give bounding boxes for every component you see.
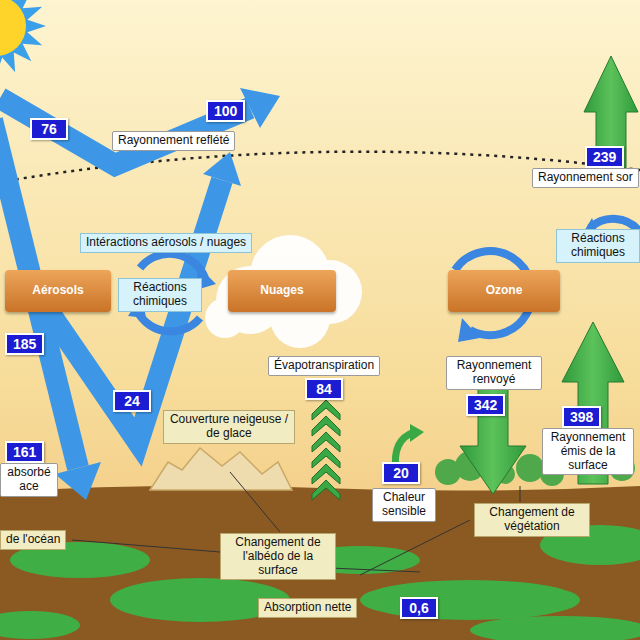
node-text: absorbé ace <box>6 466 52 494</box>
value-box: 100 <box>206 100 245 122</box>
value-box: 342 <box>466 394 505 416</box>
node-text: 24 <box>121 393 143 409</box>
node-text: Ozone <box>486 284 523 298</box>
value-box: 0,6 <box>400 597 438 619</box>
node-text: Réactions chimiques <box>124 281 196 309</box>
node-text: Nuages <box>260 284 303 298</box>
label-box: Chaleur sensible <box>372 488 436 522</box>
label-box: Évapotranspiration <box>268 356 380 376</box>
sensible-heat-head <box>410 424 424 442</box>
value-box: 398 <box>562 406 601 428</box>
node-text: 239 <box>593 149 616 165</box>
node-text: Évapotranspiration <box>274 359 374 373</box>
node-text: Aérosols <box>32 284 83 298</box>
node-text: 342 <box>474 397 497 413</box>
sun-rays <box>0 0 46 76</box>
sun <box>0 0 46 76</box>
node-text: Intéractions aérosols / nuages <box>86 236 246 250</box>
value-box: 161 <box>5 441 44 463</box>
node-text: 20 <box>390 465 412 481</box>
value-box: 20 <box>382 462 420 484</box>
node-text: de l'océan <box>6 533 60 547</box>
node-text: Chaleur sensible <box>378 491 430 519</box>
sun-disc <box>0 0 26 56</box>
component-box: Ozone <box>448 270 560 312</box>
chevron <box>312 416 340 436</box>
node-text: 100 <box>214 103 237 119</box>
value-box: 76 <box>30 118 68 140</box>
node-text: Changement de l'albédo de la surface <box>226 536 330 577</box>
component-box: Nuages <box>228 270 336 312</box>
chevron <box>312 400 340 420</box>
value-box: 185 <box>5 333 44 355</box>
node-text: Rayonnement renvoyé <box>452 359 536 387</box>
note-box: Couverture neigeuse / de glace <box>163 410 295 444</box>
node-text: Rayonnement émis de la surface <box>548 431 628 472</box>
node-text: 0,6 <box>408 600 430 616</box>
process-box: Réactions chimiques <box>556 229 640 263</box>
chevron <box>312 432 340 452</box>
label-box: Rayonnement renvoyé <box>446 356 542 390</box>
vegetation-patches <box>0 525 640 640</box>
evapotranspiration-arrow <box>312 400 340 500</box>
node-text: 398 <box>570 409 593 425</box>
chevron <box>312 464 340 484</box>
node-text: Rayonnement reflété <box>118 134 229 148</box>
snow-ice <box>150 448 292 490</box>
chevron <box>312 480 340 500</box>
chevron <box>312 448 340 468</box>
note-box: Changement de l'albédo de la surface <box>220 533 336 580</box>
node-text: 76 <box>38 121 60 137</box>
node-text: 84 <box>313 381 335 397</box>
value-box: 239 <box>585 146 624 168</box>
node-text: Réactions chimiques <box>562 232 634 260</box>
value-box: 84 <box>305 378 343 400</box>
node-text: Absorption nette <box>264 601 351 615</box>
label-box: Rayonnement sor <box>532 168 639 188</box>
node-text: Couverture neigeuse / de glace <box>169 413 289 441</box>
node-text: 161 <box>13 444 36 460</box>
value-box: 24 <box>113 390 151 412</box>
node-text: Rayonnement sor <box>538 171 633 185</box>
label-box: absorbé ace <box>0 463 58 497</box>
note-box: de l'océan <box>0 530 66 550</box>
node-text: 185 <box>13 336 36 352</box>
note-box: Absorption nette <box>258 598 357 618</box>
node-text: Changement de végétation <box>480 506 584 534</box>
note-box: Changement de végétation <box>474 503 590 537</box>
process-box: Réactions chimiques <box>118 278 202 312</box>
component-box: Aérosols <box>5 270 111 312</box>
label-box: Rayonnement reflété <box>112 131 235 151</box>
process-box: Intéractions aérosols / nuages <box>80 233 252 253</box>
label-box: Rayonnement émis de la surface <box>542 428 634 475</box>
